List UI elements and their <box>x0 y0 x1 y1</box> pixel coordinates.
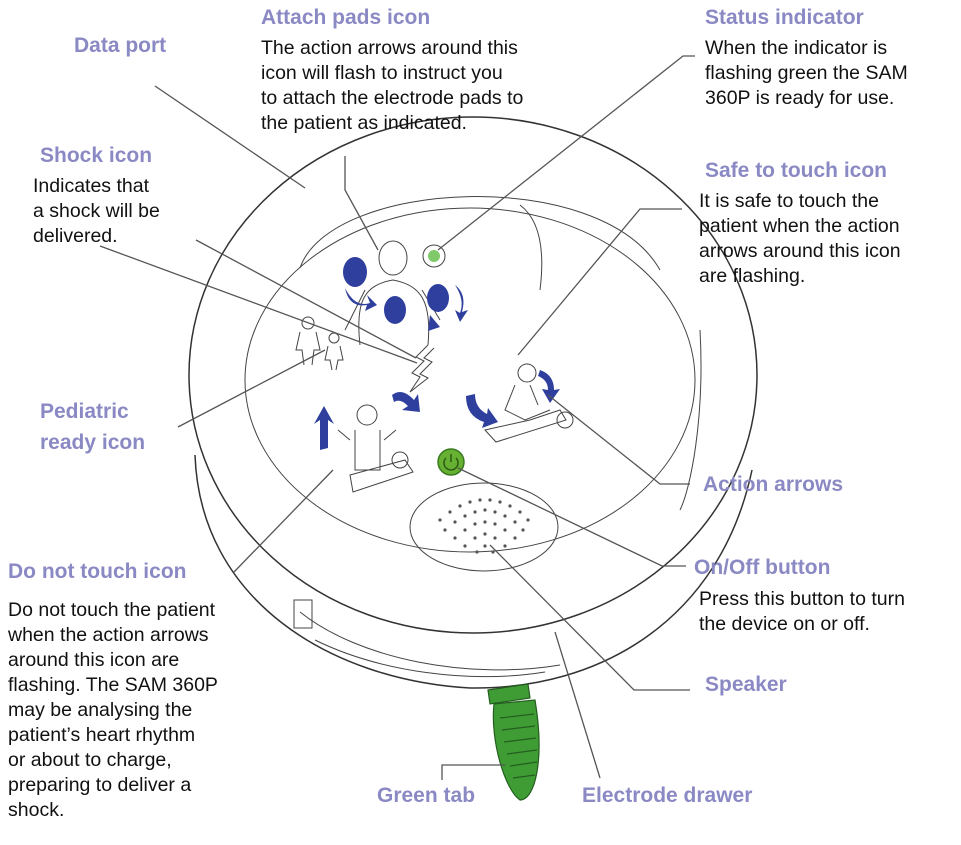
do-not-touch-leader <box>233 469 334 573</box>
shock-icon-description: Indicates that a shock will be delivered… <box>33 175 160 247</box>
do-not-touch-arrow-right <box>392 391 420 412</box>
status-indicator-light <box>422 244 446 268</box>
shock-icon-leader-1 <box>195 239 417 359</box>
status-indicator-leader <box>437 55 695 251</box>
face-edge-right <box>679 329 702 511</box>
data-port-title: Data port <box>74 34 167 57</box>
electrode-drawer <box>299 611 561 671</box>
do-not-touch-arrow-left <box>314 406 334 450</box>
attach-pads-figure <box>343 240 468 346</box>
safe-to-touch-leader <box>517 208 682 356</box>
pediatric-leader <box>177 349 326 428</box>
rim-seam-right <box>519 204 543 291</box>
shock-icon-title: Shock icon <box>40 144 153 167</box>
attach-pads-title: Attach pads icon <box>261 6 431 29</box>
electrode-drawer-leader <box>554 631 601 779</box>
top-rim-ridge <box>299 196 661 271</box>
status-indicator-title: Status indicator <box>705 6 864 29</box>
safe-to-touch-arrow-left <box>466 394 498 428</box>
green-tab-title: Green tab <box>377 784 476 807</box>
electrode-drawer-edge <box>314 639 546 678</box>
pediatric-figures-icon <box>295 316 344 371</box>
safe-to-touch-figures <box>484 363 574 443</box>
on-off-leader <box>457 467 686 567</box>
side-latch <box>293 599 313 629</box>
speaker-title: Speaker <box>705 673 787 696</box>
electrode-drawer-title: Electrode drawer <box>582 784 753 807</box>
status-indicator-description: When the indicator is flashing green the… <box>705 37 908 109</box>
green-tab[interactable] <box>487 683 540 801</box>
on-off-button[interactable] <box>437 448 465 476</box>
do-not-touch-description: Do not touch the patient when the action… <box>8 599 218 821</box>
action-arrows-title: Action arrows <box>703 473 844 496</box>
device-base-outline <box>194 454 753 689</box>
on-off-button-title: On/Off button <box>694 556 831 579</box>
safe-to-touch-title: Safe to touch icon <box>705 159 888 182</box>
pediatric-ready-title: Pediatric ready icon <box>40 400 146 454</box>
speaker-leader <box>489 544 690 691</box>
attach-pads-description: The action arrows around this icon will … <box>261 37 524 134</box>
on-off-button-description: Press this button to turn the device on … <box>699 588 905 635</box>
green-tab-leader <box>441 764 505 780</box>
speaker-grille <box>409 482 559 572</box>
shock-icon-leader-2 <box>99 245 418 364</box>
do-not-touch-title: Do not touch icon <box>8 560 187 583</box>
shock-lightning-icon <box>409 344 435 393</box>
control-panel-face <box>244 207 696 553</box>
do-not-touch-figures <box>337 404 414 493</box>
safe-to-touch-description: It is safe to touch the patient when the… <box>699 190 901 287</box>
attach-pads-leader <box>344 156 379 251</box>
device-top-outline <box>188 116 758 634</box>
data-port-leader <box>154 85 306 189</box>
action-arrows-leader <box>547 394 690 485</box>
safe-to-touch-arrow-right <box>538 370 560 403</box>
